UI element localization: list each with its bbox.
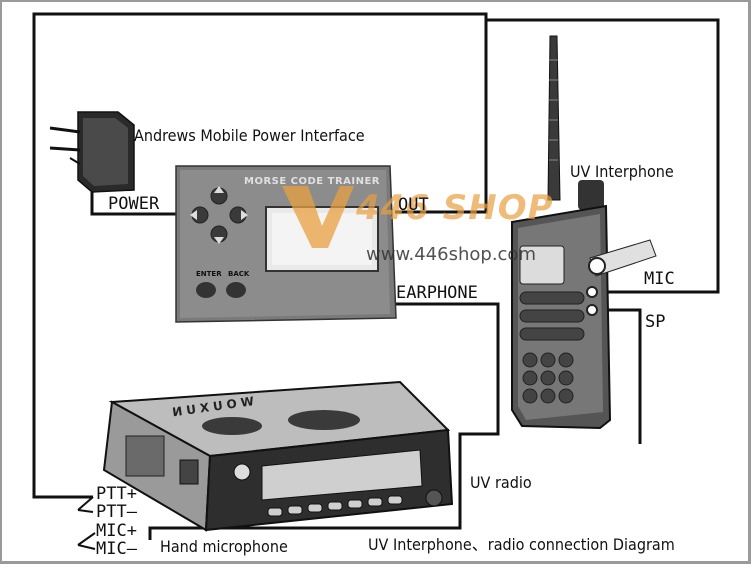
label-mic-plus: MIC+: [96, 521, 137, 541]
trainer-back-label: BACK: [228, 270, 250, 278]
watermark-logo-icon: [282, 186, 354, 248]
uv-radio-device: [102, 380, 454, 532]
label-power: POWER: [108, 194, 160, 214]
label-earphone: EARPHONE: [396, 283, 478, 303]
label-mic-minus: MIC–: [96, 539, 137, 559]
watermark-url-text: www.446shop.com: [366, 244, 536, 265]
label-uv-radio: UV radio: [470, 473, 532, 492]
wire-power: [90, 192, 180, 216]
label-sp: SP: [645, 312, 666, 332]
uv-interphone-device: [511, 35, 657, 430]
diagram-caption: UV Interphone、radio connection Diagram: [368, 535, 675, 554]
label-out: OUT: [398, 195, 429, 215]
label-power-interface: Andrews Mobile Power Interface: [134, 126, 365, 145]
watermark-shop-text: 446 SHOP: [356, 188, 554, 228]
power-adapter-icon: [49, 111, 135, 193]
label-uv-interphone: UV Interphone: [570, 162, 674, 181]
trainer-title: MORSE CODE TRAINER: [244, 176, 381, 187]
label-ptt-minus: PTT–: [96, 502, 137, 522]
wire-sp: [600, 308, 642, 444]
wire-mic: [486, 18, 720, 294]
wire-ptt-loop: [32, 12, 488, 499]
ptt-fork: [77, 496, 96, 550]
trainer-enter-label: ENTER: [196, 270, 222, 278]
label-ptt-plus: PTT+: [96, 484, 137, 504]
wire-earphone: [148, 302, 500, 540]
label-hand-microphone: Hand microphone: [160, 537, 288, 556]
label-mic: MIC: [644, 269, 675, 289]
wires: [32, 12, 720, 540]
